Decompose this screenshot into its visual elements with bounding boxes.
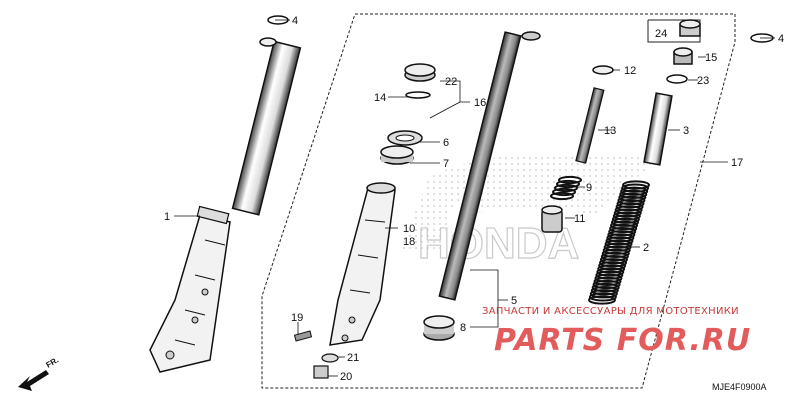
spring-coil [598, 261, 627, 271]
drain-bolt [313, 365, 329, 379]
spring-coil [610, 217, 639, 227]
assembly-boundary [261, 13, 736, 389]
spring-coil [602, 245, 631, 255]
spring-coil [605, 236, 634, 246]
diagram-code: MJE4F0900A [712, 382, 767, 392]
guide-bushing [423, 315, 455, 341]
callout-8: 8 [460, 322, 466, 334]
sealing-washer [321, 353, 339, 363]
spring-coil [620, 186, 649, 196]
honda-wing-watermark [400, 152, 660, 250]
callout-4-left: 4 [292, 15, 298, 27]
spring-coil [616, 199, 645, 209]
spring-coil [618, 192, 647, 203]
callout-24: 24 [655, 28, 667, 40]
spring-coil [615, 202, 644, 212]
fork-bolt-cap [679, 19, 701, 37]
oil-lock-piece [541, 205, 563, 233]
spring-coil [622, 180, 650, 190]
back-up-ring [387, 130, 423, 146]
callout-12: 12 [624, 65, 636, 77]
fork-spring [588, 180, 650, 305]
spring-coil [592, 279, 621, 290]
callout-9: 9 [586, 182, 592, 194]
leader-lines [174, 19, 775, 377]
spring-coil [612, 211, 641, 221]
spring-coil [611, 214, 640, 224]
watermark-site: PARTS FOR.RU [494, 323, 751, 358]
o-ring [666, 74, 688, 84]
spring-coil [589, 289, 618, 299]
spring-coil [558, 175, 582, 185]
spring-coil [607, 230, 636, 240]
spring-coil [590, 286, 619, 296]
callout-labels: 1 2 3 4 4 5 6 7 8 9 10 11 12 13 14 15 16… [164, 15, 784, 383]
spring-coil [550, 191, 574, 201]
spring-coil [597, 264, 626, 274]
cap-group-boundary [647, 19, 701, 43]
callout-3: 3 [683, 125, 689, 137]
spring-coil [595, 270, 624, 280]
spring-coil [601, 248, 630, 259]
front-direction-arrow: FR. [18, 355, 60, 391]
spring-coil [588, 292, 617, 302]
spring-coil [613, 208, 642, 218]
spring-coil [619, 189, 648, 199]
spring-coil [600, 251, 629, 262]
callout-14: 14 [374, 92, 386, 104]
spring-coil [608, 226, 637, 237]
spring-coil [593, 276, 622, 286]
callout-7: 7 [443, 158, 449, 170]
spring-coil [599, 258, 628, 268]
spring-coil [552, 187, 576, 197]
front-direction-label: FR. [45, 355, 61, 369]
callout-5: 5 [511, 295, 517, 307]
callout-16: 16 [474, 97, 486, 109]
spring-coil [596, 267, 625, 277]
spring-coil [621, 183, 650, 193]
callout-11: 11 [574, 213, 585, 225]
callout-21: 21 [347, 352, 359, 364]
watermark-tagline: ЗАПЧАСТИ И АКСЕССУАРЫ ДЛЯ МОТОТЕХНИКИ [482, 306, 739, 317]
socket-bolt [293, 330, 313, 342]
callout-20: 20 [340, 371, 352, 383]
callout-17: 17 [731, 157, 743, 169]
fork-pipe [438, 31, 541, 301]
callout-22: 22 [445, 76, 457, 88]
spring-coil [599, 254, 628, 265]
spring-coil [604, 239, 633, 249]
spring-coil [594, 273, 623, 283]
callout-15: 15 [705, 52, 717, 64]
damper-rod [575, 87, 605, 164]
fork-bolt [673, 47, 693, 65]
slider-bushing [380, 145, 414, 165]
spring-coil [606, 233, 635, 243]
callout-18: 18 [403, 236, 415, 248]
piston-ring [592, 65, 614, 75]
callout-6: 6 [443, 137, 449, 149]
spring-coil [591, 282, 620, 293]
spring-coil [554, 183, 578, 193]
spring-coil [588, 295, 616, 305]
fork-slider [329, 182, 396, 346]
callout-13: 13 [604, 125, 616, 137]
spring-coil [614, 205, 643, 215]
spring-coil [610, 220, 639, 231]
oil-seal [404, 63, 436, 82]
spring-coil [617, 195, 646, 206]
stopper-ring [405, 91, 431, 99]
callout-23: 23 [697, 75, 709, 87]
outer-fork-tube [149, 37, 302, 373]
spacer-tube [643, 92, 673, 166]
callout-10: 10 [403, 223, 415, 235]
callout-2: 2 [643, 242, 649, 254]
callout-19: 19 [291, 312, 303, 324]
spring-coil [609, 223, 638, 234]
callout-1: 1 [164, 211, 170, 223]
callout-4-right: 4 [778, 33, 784, 45]
